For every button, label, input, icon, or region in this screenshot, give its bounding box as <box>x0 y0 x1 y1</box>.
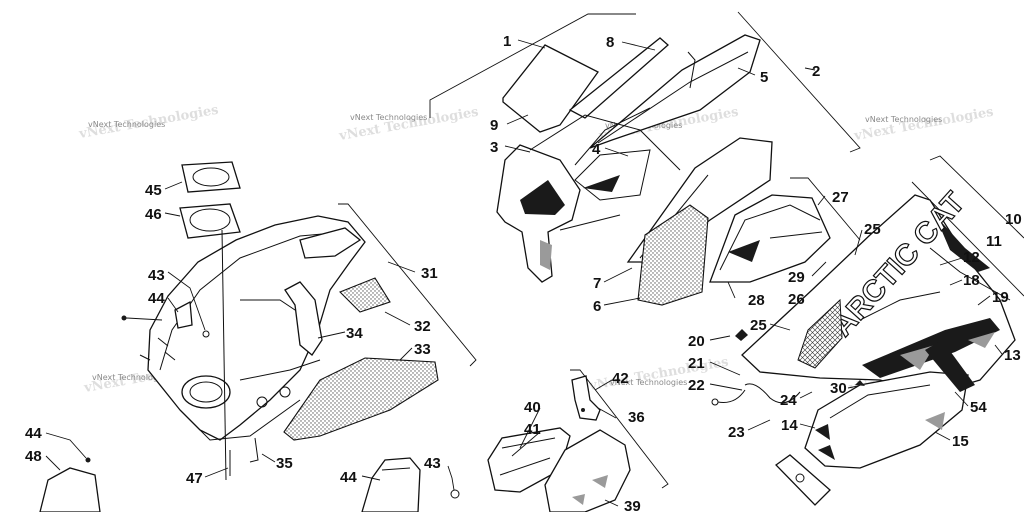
callout-labels: 1 8 5 2 9 3 4 27 25 10 11 12 18 19 13 54… <box>25 33 1022 512</box>
watermark-1: vNext Technologies vNext Technologies <box>77 103 220 142</box>
callout-30: 30 <box>830 380 847 397</box>
leader-lines <box>45 39 1003 507</box>
callout-41: 41 <box>524 421 541 438</box>
svg-text:vNext Technologies: vNext Technologies <box>865 115 942 124</box>
callout-40: 40 <box>524 399 541 416</box>
watermark-4: vNext Technologies vNext Technologies <box>852 105 995 144</box>
callout-4: 4 <box>592 141 601 158</box>
callout-12: 12 <box>963 249 980 266</box>
callout-44b: 44 <box>25 425 42 442</box>
mounting-plate-16 <box>775 454 831 506</box>
callout-25a: 25 <box>864 221 881 238</box>
callout-19: 19 <box>992 289 1009 306</box>
callout-43a: 43 <box>148 267 165 284</box>
callout-10: 10 <box>1005 211 1022 228</box>
callout-44c: 44 <box>340 469 357 486</box>
windshield-glass-9 <box>502 44 599 133</box>
svg-text:vNext Technologies: vNext Technologies <box>337 105 480 144</box>
upper-hood-panel-5 <box>589 34 761 149</box>
callout-24: 24 <box>780 392 797 409</box>
svg-text:vNext Technologies: vNext Technologies <box>587 355 730 394</box>
svg-text:vNext Technologies: vNext Technologies <box>852 105 995 144</box>
callout-21: 21 <box>688 355 705 372</box>
side-panel-6 <box>637 204 709 306</box>
callout-27: 27 <box>832 189 849 206</box>
callout-23: 23 <box>728 424 745 441</box>
part-48 <box>39 457 101 512</box>
callout-34: 34 <box>346 325 363 342</box>
group-bracket-27 <box>790 177 861 241</box>
callout-11: 11 <box>986 233 1002 250</box>
callout-29: 29 <box>788 269 805 286</box>
harness-21-24 <box>711 329 865 406</box>
skid-plate-33 <box>283 357 439 441</box>
mount-36 <box>571 375 601 421</box>
callout-45: 45 <box>145 182 162 199</box>
callout-13: 13 <box>1004 347 1021 364</box>
callout-28: 28 <box>748 292 765 309</box>
windshield-trim-8 <box>568 37 669 119</box>
callout-42: 42 <box>612 370 629 387</box>
callout-2: 2 <box>812 63 820 80</box>
side-cover-15 <box>804 371 969 469</box>
callout-48: 48 <box>25 448 42 465</box>
callout-18: 18 <box>963 272 980 289</box>
watermark-6: vNext Technologies vNext Technologies <box>587 355 730 394</box>
callout-6: 6 <box>593 298 601 315</box>
bracket-34 <box>284 281 323 356</box>
callout-25b: 25 <box>750 317 767 334</box>
bracket-44-43 <box>361 457 460 512</box>
cover-39 <box>544 429 631 512</box>
callout-33: 33 <box>414 341 431 358</box>
svg-text:vNext Technologies: vNext Technologies <box>610 378 687 387</box>
mesh-grille-26 <box>797 298 843 369</box>
callout-5: 5 <box>760 69 768 86</box>
front-nose-3 <box>496 107 681 283</box>
callout-26: 26 <box>788 291 805 308</box>
callout-1: 1 <box>503 33 511 50</box>
callout-44a: 44 <box>148 290 165 307</box>
watermark-2: vNext Technologies vNext Technologies <box>337 105 480 144</box>
callout-9: 9 <box>490 117 498 134</box>
callout-43b: 43 <box>424 455 441 472</box>
callout-7: 7 <box>593 275 601 292</box>
callout-36: 36 <box>628 409 645 426</box>
group-bracket-36 <box>570 369 669 489</box>
callout-47: 47 <box>186 470 203 487</box>
belly-pan-31 <box>139 215 366 481</box>
callout-8: 8 <box>606 34 614 51</box>
group-bracket-31 <box>338 203 477 367</box>
hood-side-4 <box>574 149 651 201</box>
gasket-45 <box>181 161 241 193</box>
group-bracket-2 <box>737 11 861 153</box>
callout-39: 39 <box>624 498 641 512</box>
svg-text:vNext Technologies: vNext Technologies <box>350 113 427 122</box>
fasteners-43-44-47-35 <box>121 300 259 476</box>
group-bracket-1 <box>429 13 636 118</box>
svg-text:vNext Technologies: vNext Technologies <box>88 120 165 129</box>
callout-15: 15 <box>952 433 969 450</box>
callout-14: 14 <box>781 417 798 434</box>
callout-31: 31 <box>421 265 438 282</box>
callout-54: 54 <box>970 399 987 416</box>
console-28-29 <box>709 194 831 283</box>
trim-strip-54 <box>925 340 975 392</box>
callout-20: 20 <box>688 333 705 350</box>
callout-46: 46 <box>145 206 162 223</box>
callout-32: 32 <box>414 318 431 335</box>
gasket-46 <box>179 203 241 239</box>
callout-22: 22 <box>688 377 705 394</box>
callout-35: 35 <box>276 455 293 472</box>
svg-text:vNext Technologies: vNext Technologies <box>92 373 169 382</box>
callout-3: 3 <box>490 139 498 156</box>
panel-32 <box>339 277 391 313</box>
